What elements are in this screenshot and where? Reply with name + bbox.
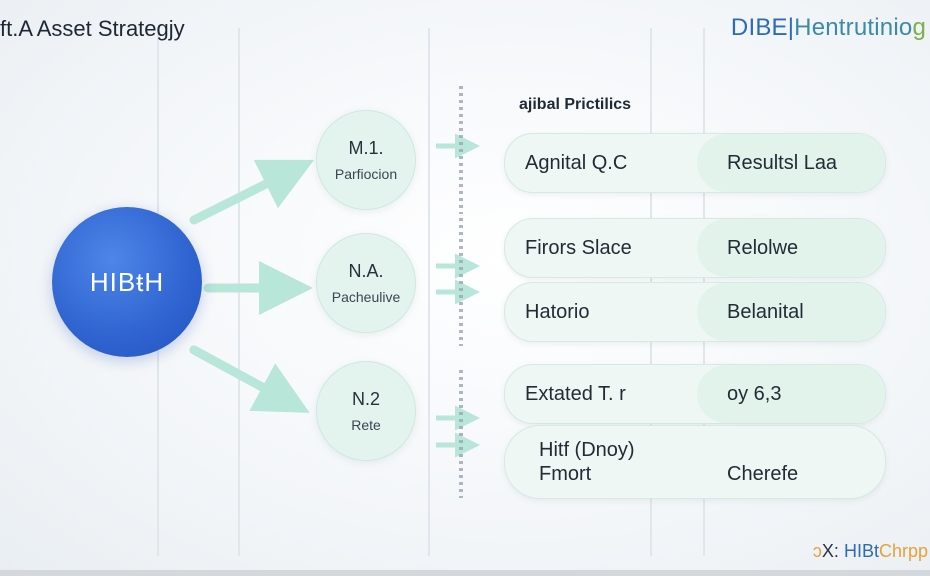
node-1: M.1. Parfiocion [316, 110, 416, 210]
row-2-left: Firors Slace [525, 236, 632, 259]
row-cap [697, 365, 885, 423]
hub-label: HIBŧH [89, 266, 165, 297]
node-2: N.A. Pacheulive [316, 233, 416, 333]
footer-part-3: Chrpp [878, 541, 928, 561]
arrow-hub-to-node-3 [189, 345, 310, 413]
row-3-left: Hatorio [525, 300, 590, 323]
node-3-label: Rete [351, 416, 381, 433]
row-5-left: Hitf (Dnoy) Fmort [539, 426, 635, 498]
row-4: Extated T. r oy 6,3 [504, 364, 886, 424]
row-5-right: Cherefe [727, 463, 799, 485]
row-5-left-line-2: Fmort [539, 463, 592, 485]
diagram-title: ft.A Asset Strategjy [0, 16, 185, 41]
brand-part-1: DIBE| [730, 14, 795, 41]
row-1-left: Agnital Q.C [525, 151, 628, 174]
row-3: Hatorio Belanital [504, 282, 886, 342]
bottom-bar [0, 570, 930, 576]
row-4-left: Extated T. r [525, 382, 626, 405]
section-heading: ajibal Prictilics [519, 96, 632, 113]
row-2-right: Relolwe [727, 236, 799, 259]
node-3: N.2 Rete [316, 361, 416, 461]
arrow-hub-to-node-1 [189, 159, 315, 225]
row-cap [697, 283, 885, 341]
brand-part-2: Hentrutinio [794, 14, 913, 41]
footer-part-2: HIBt [843, 541, 879, 561]
hub-circle: HIBŧH [52, 207, 202, 357]
tick-column [459, 218, 463, 346]
footer-part-1: X: [821, 541, 839, 561]
node-1-code: M.1. [348, 138, 384, 159]
row-cap [697, 134, 885, 192]
node-3-code: N.2 [351, 389, 380, 410]
leaf-icon: ↄ [812, 541, 822, 561]
row-3-right: Belanital [727, 300, 804, 323]
row-5-left-line-1: Hitf (Dnoy) [539, 439, 635, 461]
row-4-right: oy 6,3 [727, 382, 782, 405]
tick-column [459, 86, 463, 214]
tick-column [459, 370, 463, 498]
node-2-code: N.A. [348, 261, 384, 282]
row-2: Firors Slace Relolwe [504, 218, 886, 278]
row-1: Agnital Q.C Resultsl Laa [504, 133, 886, 193]
row-1-right: Resultsl Laa [727, 151, 838, 174]
brand-part-3: g [912, 14, 926, 41]
footer-logo: ↄX: HIBtChrpp [813, 541, 928, 562]
row-5: Hitf (Dnoy) Fmort Cherefe [504, 425, 886, 499]
row-cap [697, 219, 885, 277]
guide-line [428, 28, 430, 556]
node-2-label: Pacheulive [331, 288, 401, 305]
brand-logo: DIBE|Hentrutiniog [731, 14, 926, 42]
node-1-label: Parfiocion [334, 165, 398, 182]
